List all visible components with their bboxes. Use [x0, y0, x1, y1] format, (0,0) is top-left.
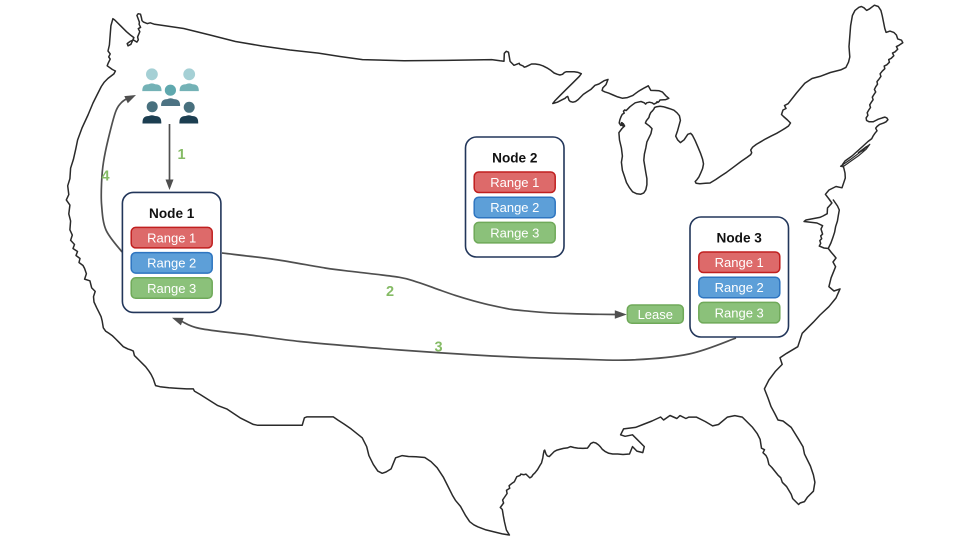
- svg-text:4: 4: [101, 169, 109, 185]
- svg-text:3: 3: [434, 340, 442, 356]
- svg-text:Node 1: Node 1: [149, 206, 195, 221]
- svg-text:Node 2: Node 2: [492, 151, 538, 166]
- svg-text:Range 2: Range 2: [490, 200, 539, 215]
- svg-text:Range 3: Range 3: [147, 281, 196, 296]
- svg-text:1: 1: [177, 147, 185, 163]
- svg-text:Range 1: Range 1: [147, 230, 196, 245]
- svg-text:2: 2: [386, 284, 394, 300]
- svg-text:Lease: Lease: [638, 307, 673, 322]
- svg-text:Range 2: Range 2: [715, 280, 764, 295]
- svg-text:Node 3: Node 3: [717, 231, 763, 246]
- svg-text:Range 3: Range 3: [490, 225, 539, 240]
- svg-text:Range 1: Range 1: [715, 255, 764, 270]
- svg-text:Range 1: Range 1: [490, 175, 539, 190]
- svg-text:Range 2: Range 2: [147, 256, 196, 271]
- svg-text:Range 3: Range 3: [715, 305, 764, 320]
